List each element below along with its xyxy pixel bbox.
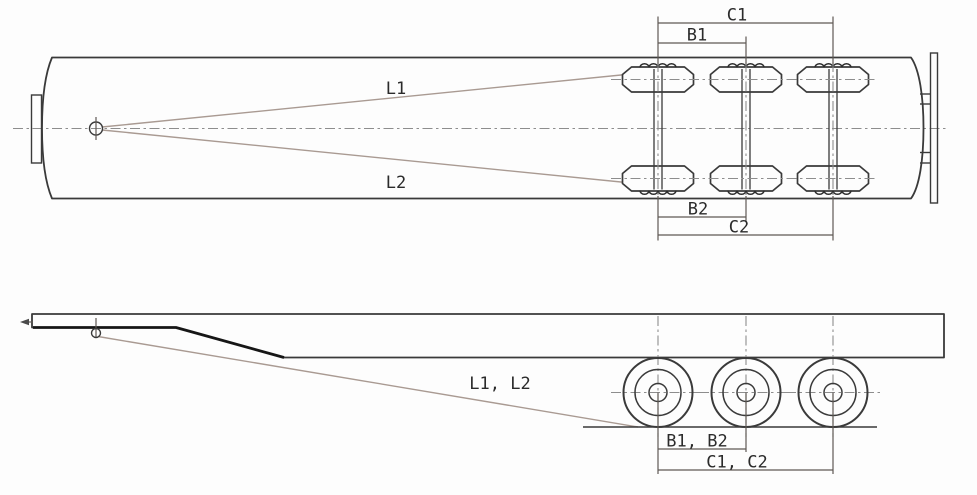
deck-outline xyxy=(31,313,945,359)
kingpin-side-hook xyxy=(90,327,102,339)
axle-2-bottom-tread xyxy=(727,190,765,196)
label-b2: B2 xyxy=(688,200,708,220)
axle-3-bottom-tread xyxy=(814,190,852,196)
trailer-body-outline xyxy=(41,56,925,200)
axle-2-top-tire xyxy=(709,66,783,93)
side-view: L1, L2 B1, B2 C1, C2 xyxy=(20,313,945,474)
measure-ray-l2 xyxy=(101,129,642,185)
rear-bumper-bar xyxy=(929,52,939,204)
label-c1-c2-side: C1, C2 xyxy=(706,453,767,473)
gooseneck-bottom-edge xyxy=(33,326,285,359)
label-c1: C1 xyxy=(727,6,747,26)
plan-view: C1 B1 L1 L2 B2 C2 xyxy=(13,6,947,241)
axle-2-bottom-tire xyxy=(709,165,783,192)
label-l1-l2-side: L1, L2 xyxy=(469,374,530,394)
axle-1-bottom-tread xyxy=(639,190,677,196)
label-l2: L2 xyxy=(386,173,406,193)
measure-ray-l1-l2-side xyxy=(97,335,639,428)
measure-ray-l1 xyxy=(101,72,642,128)
label-l1: L1 xyxy=(386,79,406,99)
front-arrow-head xyxy=(20,318,29,326)
axle-2 xyxy=(709,62,783,196)
label-b1: B1 xyxy=(687,26,707,46)
label-c2: C2 xyxy=(729,218,749,238)
front-coupling-block xyxy=(30,94,43,164)
label-b1-b2-side: B1, B2 xyxy=(666,432,727,452)
